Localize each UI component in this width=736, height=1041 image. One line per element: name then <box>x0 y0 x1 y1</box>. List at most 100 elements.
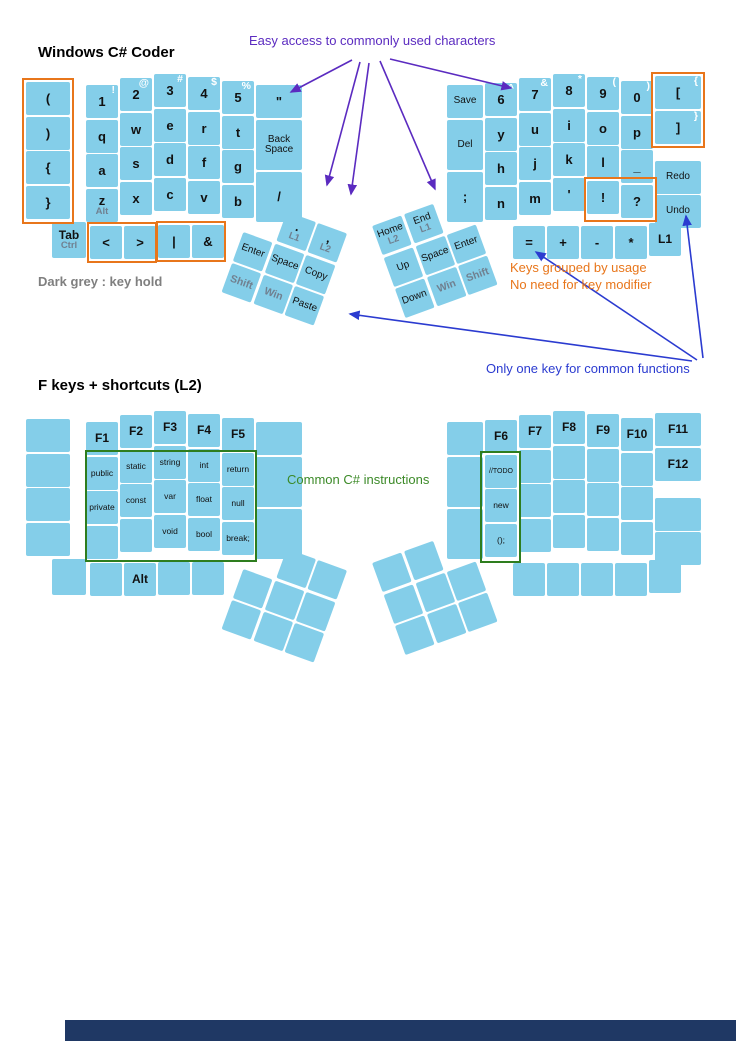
key-l[interactable]: l <box>587 146 619 179</box>
key-pipe[interactable]: | <box>158 225 190 258</box>
key-y[interactable]: y <box>485 118 517 151</box>
key-todo[interactable]: //TODO <box>485 455 517 488</box>
key-blank[interactable] <box>649 560 681 593</box>
key-f12[interactable]: F12 <box>655 448 701 481</box>
key-private[interactable]: private <box>86 491 118 524</box>
key-open-paren[interactable]: ( <box>26 82 70 115</box>
key-5[interactable]: 5% <box>222 81 254 114</box>
key-blank[interactable] <box>581 563 613 596</box>
key-undo[interactable]: Undo <box>655 195 701 228</box>
key-return[interactable]: return <box>222 453 254 486</box>
key-blank[interactable] <box>120 519 152 552</box>
key-question[interactable]: ? <box>621 185 653 218</box>
key-c[interactable]: c <box>154 178 186 211</box>
key-v[interactable]: v <box>188 181 220 214</box>
key-j[interactable]: j <box>519 147 551 180</box>
key-blank[interactable] <box>192 562 224 595</box>
key-asterisk[interactable]: * <box>615 226 647 259</box>
key-blank[interactable] <box>587 449 619 482</box>
key-f9[interactable]: F9 <box>587 414 619 447</box>
key-blank[interactable] <box>621 453 653 486</box>
key-blank[interactable] <box>553 515 585 548</box>
key-blank[interactable] <box>655 498 701 531</box>
key-redo[interactable]: Redo <box>655 161 701 194</box>
key-f7[interactable]: F7 <box>519 415 551 448</box>
key-f[interactable]: f <box>188 146 220 179</box>
key-var[interactable]: var <box>154 480 186 513</box>
key-blank[interactable] <box>447 422 483 455</box>
key-u[interactable]: u <box>519 113 551 146</box>
key-d[interactable]: d <box>154 143 186 176</box>
key-k[interactable]: k <box>553 143 585 176</box>
key-m[interactable]: m <box>519 182 551 215</box>
key-public[interactable]: public <box>86 457 118 490</box>
key-blank[interactable] <box>621 522 653 555</box>
key-bool[interactable]: bool <box>188 518 220 551</box>
key-less-than[interactable]: < <box>90 226 122 259</box>
key-close-brace[interactable]: } <box>26 186 70 219</box>
key-f5[interactable]: F5 <box>222 418 254 451</box>
key-open-brace[interactable]: { <box>26 151 70 184</box>
key-blank[interactable] <box>26 523 70 556</box>
key-blank[interactable] <box>90 563 122 596</box>
key-blank[interactable] <box>553 446 585 479</box>
key-blank[interactable] <box>513 563 545 596</box>
key-blank[interactable] <box>158 562 190 595</box>
key-n[interactable]: n <box>485 187 517 220</box>
key-s[interactable]: s <box>120 147 152 180</box>
key-o[interactable]: o <box>587 112 619 145</box>
key-blank[interactable] <box>547 563 579 596</box>
key-parens-semicolon[interactable]: (); <box>485 524 517 557</box>
key-exclamation[interactable]: ! <box>587 181 619 214</box>
key-blank[interactable] <box>587 483 619 516</box>
key-f11[interactable]: F11 <box>655 413 701 446</box>
key-const[interactable]: const <box>120 484 152 517</box>
key-blank[interactable] <box>256 457 302 507</box>
key-f2[interactable]: F2 <box>120 415 152 448</box>
key-blank[interactable] <box>256 422 302 455</box>
key-blank[interactable] <box>519 519 551 552</box>
key-blank[interactable] <box>26 488 70 521</box>
key-w[interactable]: w <box>120 113 152 146</box>
key-del[interactable]: Del <box>447 120 483 170</box>
key-3[interactable]: 3# <box>154 74 186 107</box>
key-int[interactable]: int <box>188 449 220 482</box>
key-1[interactable]: 1! <box>86 85 118 118</box>
key-a[interactable]: a <box>86 154 118 187</box>
key-blank[interactable] <box>553 480 585 513</box>
key-minus[interactable]: - <box>581 226 613 259</box>
key-string[interactable]: string <box>154 446 186 479</box>
key-f10[interactable]: F10 <box>621 418 653 451</box>
key-blank[interactable] <box>621 487 653 520</box>
key-i[interactable]: i <box>553 109 585 142</box>
key-double-quote[interactable]: " <box>256 85 302 118</box>
key-close-paren[interactable]: ) <box>26 117 70 150</box>
key-blank[interactable] <box>587 518 619 551</box>
key-blank[interactable] <box>655 532 701 565</box>
key-ampersand[interactable]: & <box>192 225 224 258</box>
key-blank[interactable] <box>519 450 551 483</box>
key-blank[interactable] <box>86 526 118 559</box>
key-open-bracket[interactable]: [{ <box>655 76 701 109</box>
key-h[interactable]: h <box>485 152 517 185</box>
key-g[interactable]: g <box>222 150 254 183</box>
key-blank[interactable] <box>26 419 70 452</box>
key-t[interactable]: t <box>222 116 254 149</box>
key-blank[interactable] <box>447 509 483 559</box>
key-close-bracket[interactable]: ]} <box>655 111 701 144</box>
key-new[interactable]: new <box>485 489 517 522</box>
key-p[interactable]: p <box>621 116 653 149</box>
key-float[interactable]: float <box>188 483 220 516</box>
key-e[interactable]: e <box>154 109 186 142</box>
key-0[interactable]: 0) <box>621 81 653 114</box>
key-f6[interactable]: F6 <box>485 420 517 453</box>
key-4[interactable]: 4$ <box>188 77 220 110</box>
key-null[interactable]: null <box>222 487 254 520</box>
key-blank[interactable] <box>615 563 647 596</box>
key-greater-than[interactable]: > <box>124 226 156 259</box>
key-blank[interactable] <box>447 457 483 507</box>
key-7[interactable]: 7& <box>519 78 551 111</box>
key-6[interactable]: 6^ <box>485 83 517 116</box>
